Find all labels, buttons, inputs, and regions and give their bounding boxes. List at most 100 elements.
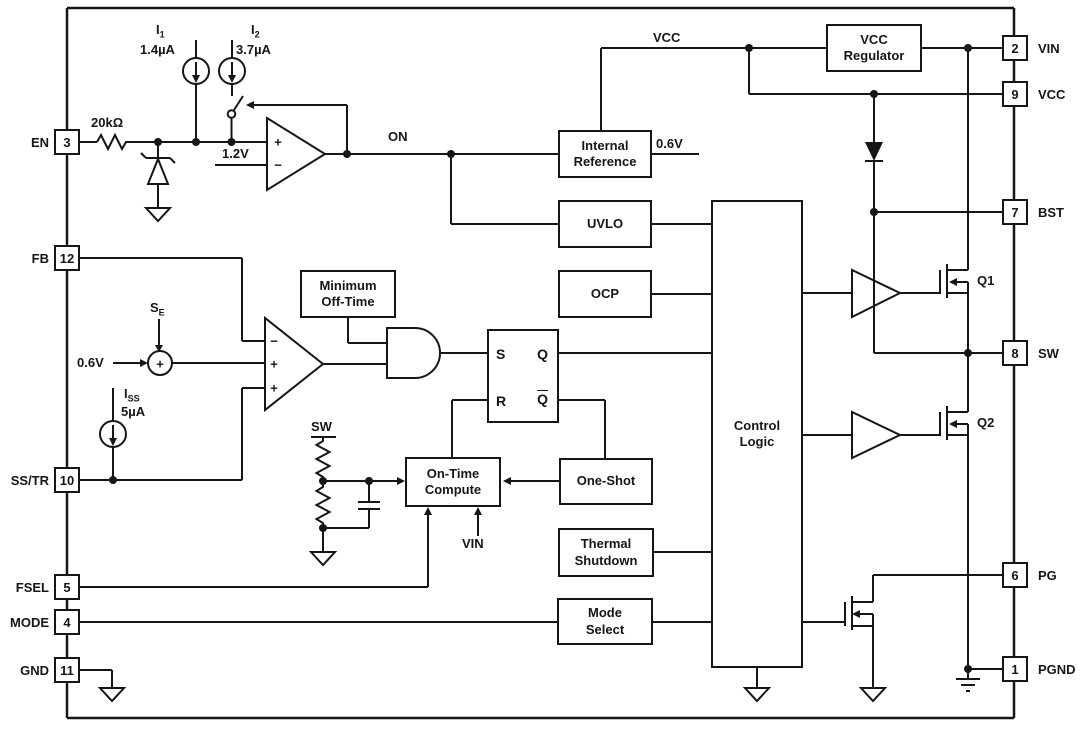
pin-box-vcc: 9 <box>1002 81 1028 107</box>
mosfet-q2-icon <box>939 353 969 669</box>
block-on-time-compute: On-Time Compute <box>405 457 501 507</box>
q1-label: Q1 <box>977 273 995 288</box>
pin-label-pgnd: PGND <box>1038 662 1076 677</box>
vin-sense-wire <box>474 507 482 536</box>
latch-r-label: R <box>496 393 507 409</box>
vin-net-label: VIN <box>462 536 484 551</box>
pin-label-sstr: SS/TR <box>10 473 49 488</box>
pin-box-bst: 7 <box>1002 199 1028 225</box>
block-ocp: OCP <box>558 270 652 318</box>
highside-driver-icon <box>803 268 940 319</box>
i2-switch-icon <box>226 95 244 142</box>
control-logic-input-wires <box>652 223 711 623</box>
pin-label-en: EN <box>30 135 49 150</box>
min-off-time-wire <box>347 318 387 344</box>
block-control-logic: Control Logic <box>711 200 803 668</box>
i1-label: I1 <box>156 22 165 40</box>
on-net-wire <box>325 153 558 225</box>
fb-wire <box>80 257 265 342</box>
ground-icon <box>308 551 338 567</box>
pin-box-vin: 2 <box>1002 35 1028 61</box>
pin-label-pg: PG <box>1038 568 1057 583</box>
en-resistor-label: 20kΩ <box>91 115 124 130</box>
sum-plus-sign: + <box>156 356 164 372</box>
block-mode-select: Mode Select <box>557 598 653 645</box>
en-comp-plus-sign: + <box>274 134 282 150</box>
lowside-driver-icon <box>803 410 940 460</box>
err-comp-plus2-sign: + <box>270 380 278 396</box>
pin-box-sstr: 10 <box>54 467 80 493</box>
pin-box-pg: 6 <box>1002 562 1028 588</box>
pin-box-gnd: 11 <box>54 657 80 683</box>
current-source-i1-icon <box>182 40 210 142</box>
pg-mosfet-icon <box>803 574 1002 703</box>
one-shot-output-wire <box>503 477 559 485</box>
iss-value-label: 5µA <box>121 404 146 419</box>
en-comp-minus-sign: − <box>274 157 282 173</box>
junction-dots <box>109 44 972 673</box>
pin-label-bst: BST <box>1038 205 1064 220</box>
bst-diode-icon <box>865 94 883 212</box>
pin-box-mode: 4 <box>54 609 80 635</box>
pin-label-vin: VIN <box>1038 41 1060 56</box>
latch-s-label: S <box>496 346 506 362</box>
ground-icon <box>143 207 173 223</box>
en-zener-clamp <box>140 142 176 223</box>
gnd-pin-ground-icon <box>80 669 127 703</box>
error-comparator-icon <box>264 315 325 413</box>
latch-wires <box>451 352 711 458</box>
pin-label-gnd: GND <box>20 663 49 678</box>
sw-divider-network <box>308 436 405 567</box>
pin-box-fb: 12 <box>54 245 80 271</box>
latch-q-label: Q <box>537 346 548 362</box>
i2-value-label: 3.7µA <box>236 42 271 57</box>
fsel-wire <box>80 507 432 588</box>
block-one-shot: One-Shot <box>559 458 653 505</box>
ref-out-label: 0.6V <box>656 136 683 151</box>
capacitor-icon <box>323 481 380 529</box>
current-source-i2-icon <box>218 40 246 96</box>
pin-label-sw: SW <box>1038 346 1059 361</box>
en-feedback-wire <box>246 101 348 154</box>
control-logic-ground-icon <box>742 668 772 703</box>
latch-qbar-label: Q <box>537 391 548 407</box>
ground-icon <box>858 687 888 703</box>
block-uvlo: UVLO <box>558 200 652 248</box>
sstr-wire <box>80 387 265 481</box>
q2-label: Q2 <box>977 415 995 430</box>
i1-value-label: 1.4µA <box>140 42 175 57</box>
sw-net-label: SW <box>311 419 332 434</box>
vcc-net-label: VCC <box>653 30 681 45</box>
i2-label: I2 <box>251 22 260 40</box>
pin-label-fb: FB <box>31 251 49 266</box>
ic-boundary <box>65 6 1016 720</box>
sum-ref-label: 0.6V <box>77 355 104 370</box>
block-thermal-shutdown: Thermal Shutdown <box>558 528 654 577</box>
en-comp-ref-label: 1.2V <box>222 146 249 161</box>
mosfet-q1-icon <box>939 264 969 353</box>
pin-box-pgnd: 1 <box>1002 656 1028 682</box>
err-comp-plus1-sign: + <box>270 356 278 372</box>
on-net-label: ON <box>388 129 408 144</box>
pin-label-fsel: FSEL <box>15 580 49 595</box>
sr-latch: S Q R Q <box>487 329 559 423</box>
err-comp-minus-sign: − <box>270 333 278 349</box>
pin-box-sw: 8 <box>1002 340 1028 366</box>
pin-box-en: 3 <box>54 129 80 155</box>
block-vcc-regulator: VCC Regulator <box>826 24 922 72</box>
block-internal-reference: Internal Reference <box>558 130 652 178</box>
iss-label: ISS <box>124 386 140 404</box>
pgnd-earth-icon <box>956 668 1002 692</box>
pin-label-mode: MODE <box>10 615 49 630</box>
summing-junction-icon <box>113 319 265 376</box>
block-min-off-time: Minimum Off-Time <box>300 270 396 318</box>
enable-comparator-icon <box>215 116 327 192</box>
pin-label-vcc: VCC <box>1038 87 1066 102</box>
and-gate-icon <box>386 327 487 379</box>
current-source-iss-icon <box>99 388 127 480</box>
bst-sw-wires <box>873 211 1002 354</box>
en-resistor-symbol <box>96 132 129 152</box>
pin-box-fsel: 5 <box>54 574 80 600</box>
